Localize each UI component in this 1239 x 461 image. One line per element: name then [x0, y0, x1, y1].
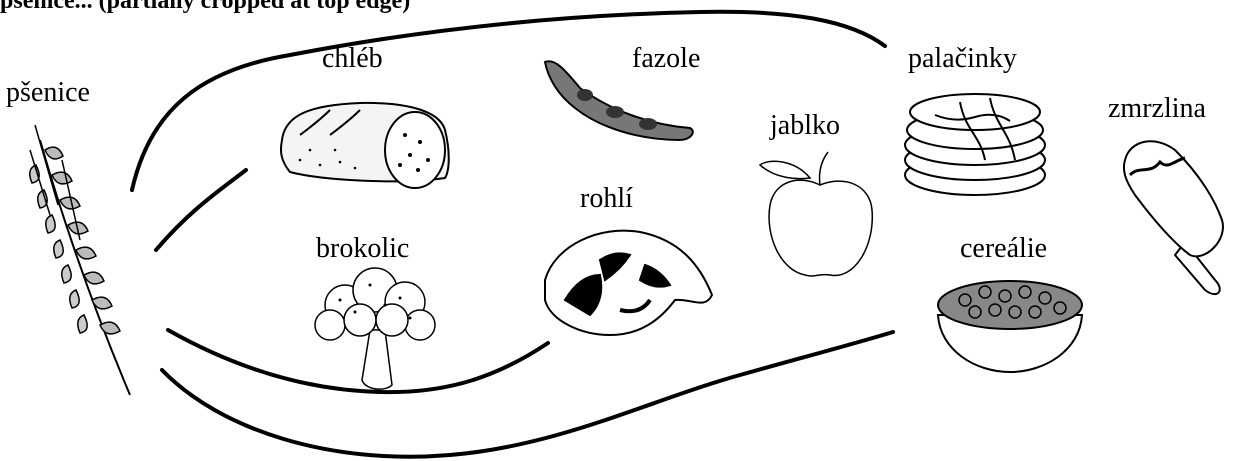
label-brokolic: brokolic [316, 234, 409, 264]
inner-left-curve [156, 170, 246, 250]
inner-lower-curve [168, 330, 548, 392]
ice-cream-icon [1124, 141, 1223, 294]
pancakes-icon [905, 94, 1045, 195]
label-zmrzlina: zmrzlina [1108, 94, 1206, 124]
label-rohli: rohlí [580, 184, 633, 214]
label-cerealie: cereálie [960, 234, 1047, 264]
label-psenice: pšenice [6, 78, 90, 108]
label-chleb: chléb [322, 44, 383, 74]
apple-icon [760, 152, 872, 276]
bread-icon [281, 103, 449, 188]
cereal-bowl-icon [938, 281, 1082, 372]
label-fazole: fazole [632, 44, 700, 74]
croissant-icon [545, 231, 712, 335]
label-jablko: jablko [770, 111, 840, 141]
outer-bottom-curve [162, 332, 893, 457]
wheat-icon [30, 125, 130, 395]
label-palacinky: palačinky [908, 44, 1017, 74]
broccoli-icon [315, 268, 435, 389]
